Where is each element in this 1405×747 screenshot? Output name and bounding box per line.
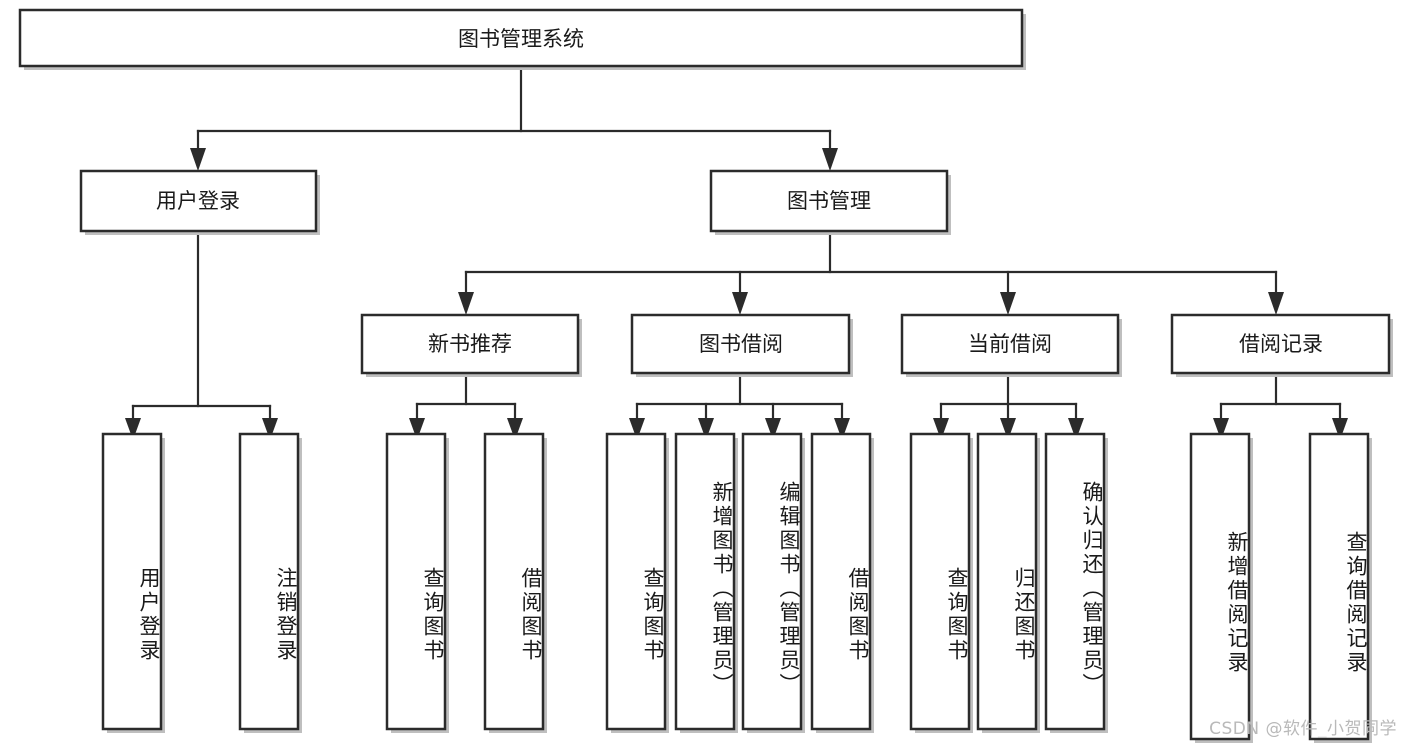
arrowhead-leaf-4	[507, 418, 523, 440]
arrowhead-leaf-3	[409, 418, 425, 440]
leaf-box-query-book-1[interactable]	[385, 432, 447, 731]
arrowhead-leaf-10	[1000, 418, 1016, 440]
user-login-node-label: 用户登录	[156, 189, 240, 213]
arrowhead-leaf-13	[1332, 418, 1348, 440]
arrowhead-new-book	[458, 292, 474, 315]
leaf-box-borrow-book-1[interactable]	[483, 432, 545, 731]
borrow-record-node-label: 借阅记录	[1239, 332, 1323, 356]
borrow-record-node-box[interactable]	[1170, 313, 1391, 375]
nodes-layer: 图书管理系统 用户登录 图书管理 新书推荐 图书借阅 当前借阅 借阅记录	[18, 8, 1393, 743]
book-borrow-node-box[interactable]	[630, 313, 851, 375]
new-book-node-label: 新书推荐	[428, 332, 512, 356]
arrowhead-leaf-8	[834, 418, 850, 440]
arrowhead-leaf-2	[262, 418, 278, 440]
leaf-box-add-book[interactable]	[674, 432, 736, 731]
new-book-node-box[interactable]	[360, 313, 580, 375]
arrowhead-leaf-7	[765, 418, 781, 440]
book-manage-node-label: 图书管理	[787, 189, 871, 213]
user-login-node-box[interactable]	[79, 169, 318, 233]
root-node-label: 图书管理系统	[458, 27, 584, 51]
current-borrow-node-box[interactable]	[900, 313, 1120, 375]
current-borrow-node-label: 当前借阅	[968, 332, 1052, 356]
leaf-box-query-book-2[interactable]	[605, 432, 667, 731]
leaf-box-query-record[interactable]	[1308, 432, 1370, 741]
arrowhead-leaf-5	[629, 418, 645, 440]
arrowhead-borrow-record	[1268, 292, 1284, 315]
leaf-box-edit-book[interactable]	[741, 432, 803, 731]
watermark-text: CSDN @软件_小贺同学	[1209, 719, 1397, 739]
arrowhead-current-borrow	[1000, 292, 1016, 315]
arrowhead-leaf-9	[933, 418, 949, 440]
leaf-box-query-book-3[interactable]	[909, 432, 971, 731]
book-borrow-node-label: 图书借阅	[699, 332, 783, 356]
leaf-box-borrow-book-2[interactable]	[810, 432, 872, 731]
leaf-box-confirm-return[interactable]	[1044, 432, 1106, 731]
root-node-box[interactable]	[18, 8, 1024, 68]
leaf-box-return-book[interactable]	[976, 432, 1038, 731]
book-manage-node-box[interactable]	[709, 169, 949, 233]
arrowhead-user-login	[190, 148, 206, 171]
arrowhead-book-manage	[822, 148, 838, 171]
arrowhead-leaf-1	[125, 418, 141, 440]
leaf-box-user-login[interactable]	[101, 432, 163, 731]
arrowhead-leaf-12	[1213, 418, 1229, 440]
arrowhead-leaf-6	[698, 418, 714, 440]
arrowhead-book-borrow	[732, 292, 748, 315]
arrowheads-layer	[125, 148, 1348, 440]
arrowhead-leaf-11	[1068, 418, 1084, 440]
leaf-box-add-record[interactable]	[1189, 432, 1251, 741]
leaf-box-logout[interactable]	[238, 432, 300, 731]
